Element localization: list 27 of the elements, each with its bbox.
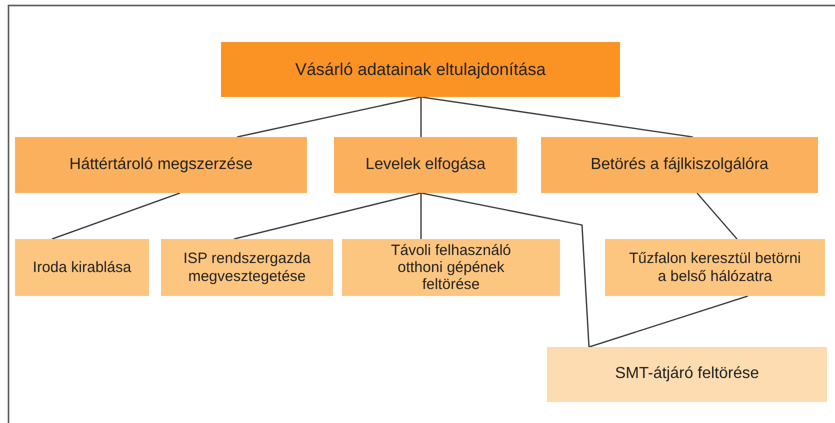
process-box xyxy=(541,137,818,193)
connector-line xyxy=(420,193,422,239)
process-box xyxy=(221,42,620,97)
box-label: SMT-átjáró feltörése xyxy=(614,365,760,384)
box-label: Tűzfalon keresztül betörni a belső hálózatra xyxy=(628,250,802,285)
process-box xyxy=(547,347,827,402)
connector-line xyxy=(52,192,180,240)
process-box xyxy=(161,239,333,296)
process-box xyxy=(605,239,825,296)
box-label: Távoli felhasználó otthoni gépének feltörése xyxy=(390,242,512,294)
box-label: Iroda kirablása xyxy=(32,258,132,276)
process-box xyxy=(15,239,149,296)
connector-line xyxy=(420,192,590,348)
box-label: Betörés a fájlkiszolgálóra xyxy=(590,156,768,174)
box-label: Levelek elfogása xyxy=(365,156,486,174)
connector-line xyxy=(588,295,748,348)
connector-line xyxy=(234,192,422,240)
box-label: Vásárló adatainak eltulajdonítása xyxy=(295,60,546,80)
connector-line xyxy=(420,96,694,138)
connector-line xyxy=(236,96,422,138)
box-label: ISP rendszergazda megvesztegetése xyxy=(182,250,312,285)
process-box xyxy=(342,239,560,296)
connector-line xyxy=(696,192,738,240)
connector-line xyxy=(420,97,422,137)
box-label: Háttértároló megszerzése xyxy=(69,156,253,174)
process-box xyxy=(15,137,307,193)
process-box xyxy=(334,137,517,193)
